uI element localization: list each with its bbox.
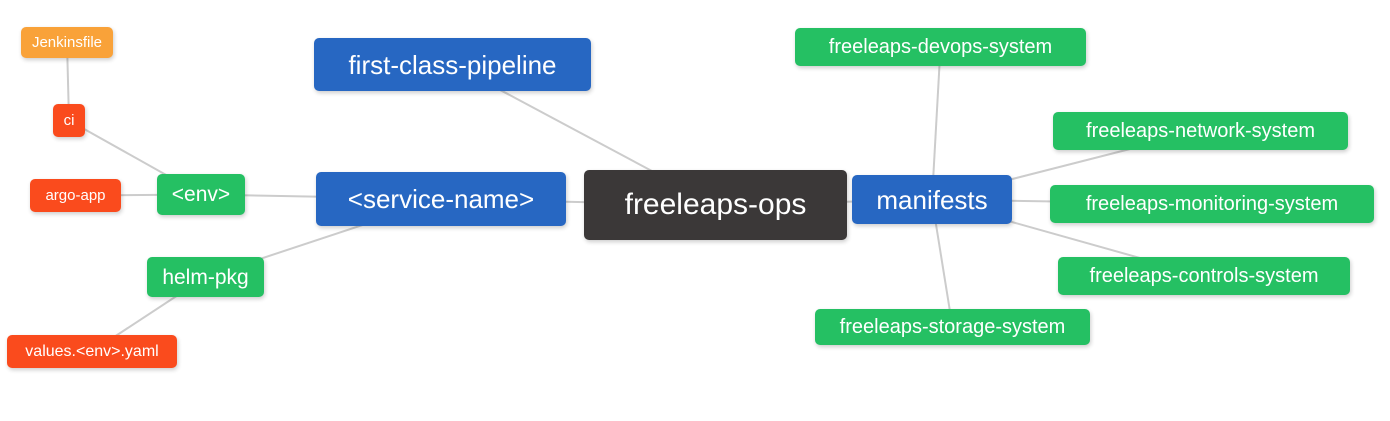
node-values-env-yaml[interactable]: values.<env>.yaml — [7, 335, 177, 368]
node-network-system[interactable]: freeleaps-network-system — [1053, 112, 1348, 150]
node-manifests[interactable]: manifests — [852, 175, 1012, 224]
node-first-class-pipeline[interactable]: first-class-pipeline — [314, 38, 591, 91]
node-monitoring-system[interactable]: freeleaps-monitoring-system — [1050, 185, 1374, 223]
node-freeleaps-ops[interactable]: freeleaps-ops — [584, 170, 847, 240]
node-ci[interactable]: ci — [53, 104, 85, 137]
node-devops-system[interactable]: freeleaps-devops-system — [795, 28, 1086, 66]
node-env[interactable]: <env> — [157, 174, 245, 215]
node-jenkinsfile[interactable]: Jenkinsfile — [21, 27, 113, 58]
edge-manifests-devops-system — [931, 46, 942, 200]
node-controls-system[interactable]: freeleaps-controls-system — [1058, 257, 1350, 295]
node-service-name[interactable]: <service-name> — [316, 172, 566, 226]
node-storage-system[interactable]: freeleaps-storage-system — [815, 309, 1090, 345]
node-argo-app[interactable]: argo-app — [30, 179, 121, 212]
node-helm-pkg[interactable]: helm-pkg — [147, 257, 264, 297]
